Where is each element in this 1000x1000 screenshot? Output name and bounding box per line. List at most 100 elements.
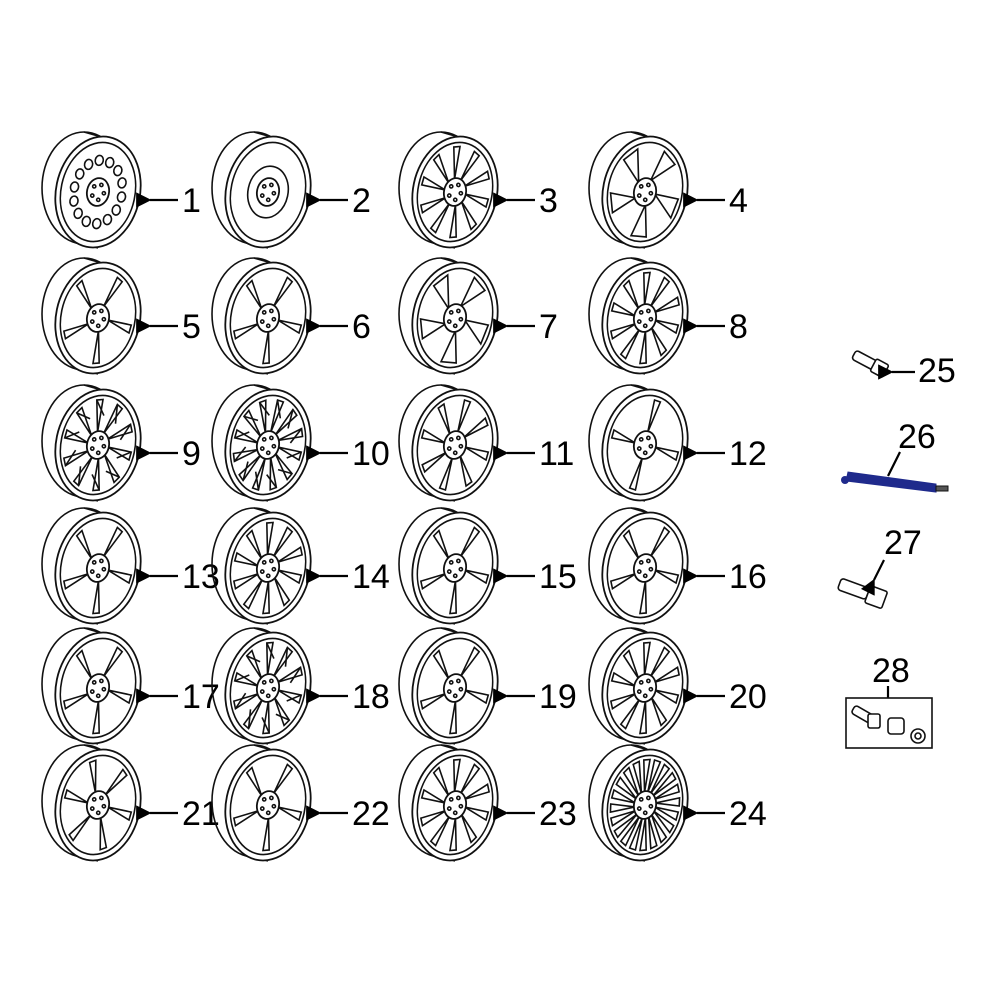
callout-label-3: 3 — [539, 182, 558, 220]
rim-edge — [253, 131, 269, 137]
callout-label-24: 24 — [729, 795, 767, 833]
callout-label-4: 4 — [729, 182, 748, 220]
wheel-face — [54, 511, 142, 625]
rim-edge — [83, 744, 99, 750]
callout-label-19: 19 — [539, 678, 577, 716]
wheel-face — [224, 388, 312, 502]
wheel-face — [54, 388, 142, 502]
wheel-15[interactable]: 15 — [398, 504, 577, 631]
callout-label-5: 5 — [182, 308, 201, 346]
rim-edge — [83, 507, 99, 513]
rim-edge — [630, 744, 646, 750]
wheel-face — [224, 261, 312, 375]
rim-edge — [440, 384, 456, 390]
callout-label-11: 11 — [539, 435, 574, 473]
rim-edge — [630, 131, 646, 137]
wheel-16[interactable]: 16 — [588, 504, 767, 631]
callout-label-18: 18 — [352, 678, 390, 716]
rim-edge — [440, 131, 456, 137]
wheel-face — [601, 748, 689, 862]
callout-label-13: 13 — [182, 558, 220, 596]
rim-edge — [440, 507, 456, 513]
wheel-3[interactable]: 3 — [398, 128, 558, 255]
valve-kit-icon — [851, 705, 926, 744]
wheel-7[interactable]: 7 — [398, 254, 558, 381]
callout-label-15: 15 — [539, 558, 577, 596]
wheel-face — [224, 631, 312, 745]
wheel-22[interactable]: 22 — [211, 741, 390, 868]
wheel-face — [224, 748, 312, 862]
rim-edge — [83, 257, 99, 263]
valve-stem-icon — [851, 350, 890, 378]
callout-label-25: 25 — [918, 352, 956, 390]
rim-edge — [83, 627, 99, 633]
wheel-face — [411, 261, 499, 375]
callout-arrow — [860, 559, 885, 596]
callout-leader — [887, 451, 901, 477]
callout-label-28: 28 — [872, 652, 910, 690]
rim-edge — [630, 257, 646, 263]
wheel-10[interactable]: 10 — [211, 381, 390, 508]
callout-label-16: 16 — [729, 558, 767, 596]
wheel-face — [54, 135, 142, 249]
wheel-18[interactable]: 18 — [211, 624, 390, 751]
callout-label-27: 27 — [884, 524, 922, 562]
wheel-12[interactable]: 12 — [588, 381, 767, 508]
part-27[interactable]: 27 — [836, 524, 922, 609]
wheel-13[interactable]: 13 — [41, 504, 220, 631]
wheel-20[interactable]: 20 — [588, 624, 767, 751]
wheel-4[interactable]: 4 — [588, 128, 748, 255]
wheel-face — [601, 631, 689, 745]
wheel-face — [601, 135, 689, 249]
rim-edge — [83, 384, 99, 390]
callout-label-21: 21 — [182, 795, 220, 833]
wheel-14[interactable]: 14 — [211, 504, 390, 631]
wheel-face — [411, 748, 499, 862]
callout-label-14: 14 — [352, 558, 390, 596]
rim-edge — [253, 384, 269, 390]
tpms-extension-icon — [841, 471, 949, 493]
wheel-21[interactable]: 21 — [41, 741, 220, 868]
wheel-23[interactable]: 23 — [398, 741, 577, 868]
rim-edge — [630, 384, 646, 390]
wheel-face — [54, 631, 142, 745]
rim-edge — [630, 627, 646, 633]
rim-edge — [440, 627, 456, 633]
wheel-face — [411, 631, 499, 745]
part-28[interactable]: 28 — [845, 652, 933, 749]
wheel-face — [224, 135, 312, 249]
wheel-6[interactable]: 6 — [211, 254, 371, 381]
callout-label-7: 7 — [539, 308, 558, 346]
wheel-face — [601, 511, 689, 625]
wheel-face — [224, 511, 312, 625]
callout-label-8: 8 — [729, 308, 748, 346]
wheel-2[interactable]: 2 — [211, 128, 371, 255]
wheel-face — [54, 261, 142, 375]
wheel-face — [411, 388, 499, 502]
wheel-11[interactable]: 11 — [398, 381, 574, 508]
wheel-19[interactable]: 19 — [398, 624, 577, 751]
rim-edge — [440, 744, 456, 750]
part-26[interactable]: 26 — [841, 418, 949, 493]
wheel-face — [411, 511, 499, 625]
wheel-5[interactable]: 5 — [41, 254, 201, 381]
rim-edge — [630, 507, 646, 513]
wheel-face — [411, 135, 499, 249]
wheel-face — [601, 261, 689, 375]
wheel-1[interactable]: 1 — [41, 128, 201, 255]
callout-label-26: 26 — [898, 418, 936, 456]
valve-stem-icon — [837, 578, 888, 609]
callout-label-9: 9 — [182, 435, 201, 473]
callout-label-10: 10 — [352, 435, 390, 473]
part-25[interactable]: 25 — [851, 348, 956, 390]
callout-label-2: 2 — [352, 182, 371, 220]
callout-label-6: 6 — [352, 308, 371, 346]
wheel-9[interactable]: 9 — [41, 381, 201, 508]
rim-edge — [83, 131, 99, 137]
wheel-17[interactable]: 17 — [41, 624, 220, 751]
wheel-24[interactable]: 24 — [588, 741, 767, 868]
callout-label-12: 12 — [729, 435, 767, 473]
wheel-8[interactable]: 8 — [588, 254, 748, 381]
